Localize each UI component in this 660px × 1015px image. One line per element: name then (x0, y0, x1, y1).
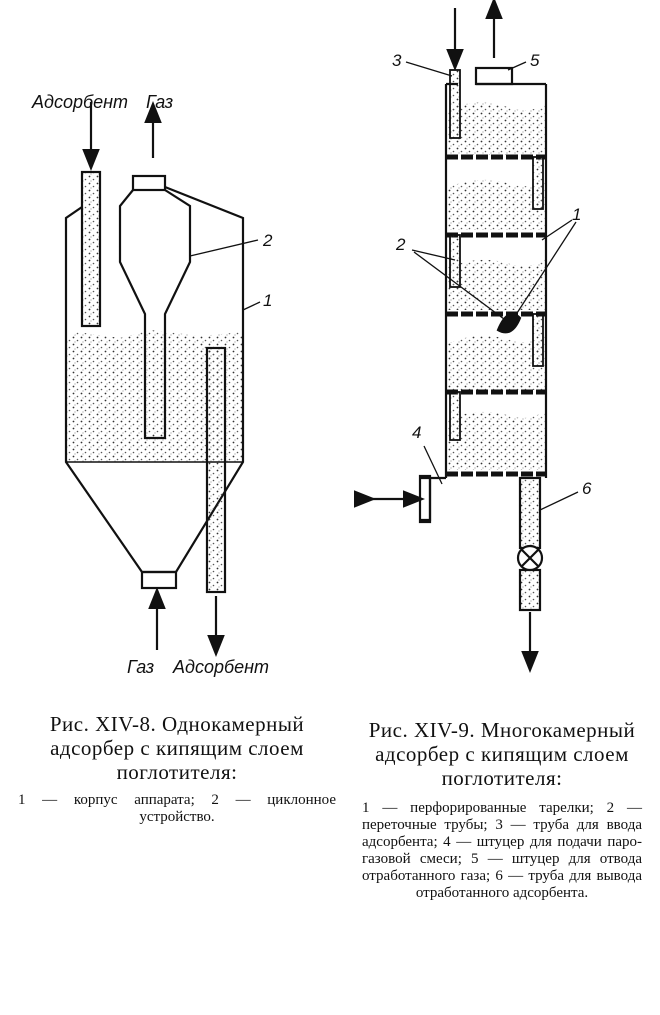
adsorbent-discharge-pipe (518, 476, 542, 550)
vapor-gas-inlet-nozzle (420, 476, 446, 522)
adsorbent-feed-tube (80, 170, 102, 328)
callout-6: 6 (582, 479, 592, 498)
callout-2-right: 2 (395, 235, 406, 254)
overflow-pipes (449, 69, 544, 441)
single-chamber-adsorber (64, 101, 261, 657)
adsorbent-discharge-tube (205, 346, 227, 594)
callout-1-left: 1 (263, 291, 272, 310)
perforated-trays (446, 154, 546, 477)
caption-right-legend: 1 — перфорированные тарелки; 2 — переточ… (362, 800, 642, 901)
multi-chamber-adsorber (354, 0, 579, 673)
callout-3: 3 (392, 51, 402, 70)
caption-left-title: Рис. XIV-8. Однокамерный адсорбер с кипя… (49, 712, 305, 784)
flow-label-gas-in: Газ (127, 657, 154, 677)
gas-inlet-nozzle (140, 570, 178, 590)
column-shell (444, 82, 548, 478)
caption-right: Рис. XIV-9. Многокамерный адсорбер с кип… (362, 718, 642, 902)
caption-left-legend: 1 — корпус аппарата; 2 — циклонное устро… (18, 792, 336, 825)
flow-label-adsorbent-out: Адсорбент (172, 657, 269, 677)
caption-left: Рис. XIV-8. Однокамерный адсорбер с кипя… (18, 712, 336, 826)
callout-2-left: 2 (262, 231, 273, 250)
callout-5: 5 (530, 51, 540, 70)
flow-label-gas-out: Газ (146, 92, 173, 112)
callout-1-right: 1 (572, 205, 581, 224)
flow-label-adsorbent-in: Адсорбент (31, 92, 128, 112)
fluidized-bed (66, 330, 243, 462)
gas-outlet-nozzle (474, 66, 514, 86)
cyclone-device (118, 189, 192, 440)
caption-right-title: Рис. XIV-9. Многокамерный адсорбер с кип… (368, 718, 636, 790)
callout-4: 4 (412, 423, 421, 442)
